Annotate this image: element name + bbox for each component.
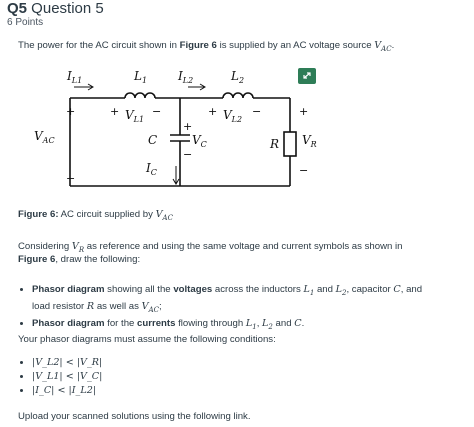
intro-text: The power for the AC circuit shown in xyxy=(18,40,180,51)
task-item-voltages: Phasor diagram showing all the voltages … xyxy=(32,283,422,317)
conditions-intro: Your phasor diagrams must assume the fol… xyxy=(18,334,276,345)
task-item-currents: Phasor diagram for the currents flowing … xyxy=(32,317,422,334)
sign-vc-minus: − xyxy=(183,148,192,161)
sign-vc-plus: + xyxy=(183,120,192,133)
task-list: Phasor diagram showing all the voltages … xyxy=(18,283,422,334)
intro-end: . xyxy=(391,40,395,51)
vr-symbol: VR xyxy=(71,241,85,254)
label-il2: IL2 xyxy=(177,69,193,85)
caption-bold: Figure 6: xyxy=(18,209,59,220)
sign-vl1-minus: − xyxy=(152,105,161,118)
question-name: Question 5 xyxy=(27,0,104,17)
conditions-list: |V_L2| < |V_R| |V_L1| < |V_C| |I_C| < |I… xyxy=(18,356,102,398)
label-l1: L1 xyxy=(133,69,147,85)
figure-ref: Figure 6 xyxy=(179,40,217,51)
sign-vac-minus: − xyxy=(66,172,75,185)
figure-caption: Figure 6: AC circuit supplied by VAC xyxy=(18,209,173,222)
label-vl2: VL2 xyxy=(223,108,242,124)
question-points: 6 Points xyxy=(7,17,44,28)
expand-icon xyxy=(303,72,311,79)
intro-paragraph: The power for the AC circuit shown in Fi… xyxy=(18,39,394,56)
label-il1: IL1 xyxy=(66,69,82,85)
circuit-svg: IL1 L1 IL2 L2 VL1 VL2 VAC C VC R VR IC +… xyxy=(34,69,317,187)
vac-symbol: VAC xyxy=(374,40,392,53)
label-vr: VR xyxy=(302,133,317,149)
label-r: R xyxy=(269,137,279,151)
sign-vr-minus: − xyxy=(299,164,308,177)
sign-vr-plus: + xyxy=(299,105,308,118)
caption-symbol: VAC xyxy=(155,209,173,222)
label-l2: L2 xyxy=(230,69,244,85)
considering-line-2: Figure 6, draw the following: xyxy=(18,254,141,265)
circuit-diagram: IL1 L1 IL2 L2 VL1 VL2 VAC C VC R VR IC +… xyxy=(18,62,328,205)
label-ic: IC xyxy=(145,161,157,177)
condition-1: |V_L2| < |V_R| xyxy=(32,356,102,370)
sign-vl1-plus: + xyxy=(110,105,119,118)
intro-text-2: is supplied by an AC voltage source xyxy=(216,40,375,51)
condition-3: |I_C| < |I_L2| xyxy=(32,384,102,398)
label-c: C xyxy=(148,133,157,147)
label-vl1: VL1 xyxy=(125,108,144,124)
label-vac: VAC xyxy=(34,129,55,145)
question-title: Q5 Question 5 xyxy=(7,0,104,17)
sign-vac-plus: + xyxy=(66,105,75,118)
question-label: Q5 xyxy=(7,0,28,17)
condition-2: |V_L1| < |V_C| xyxy=(32,370,102,384)
sign-vl2-minus: − xyxy=(252,105,261,118)
caption-text: AC circuit supplied by xyxy=(58,209,156,220)
expand-image-button[interactable] xyxy=(298,68,316,84)
considering-line-1: Considering VR as reference and using th… xyxy=(18,241,403,254)
sign-vl2-plus: + xyxy=(208,105,217,118)
label-vc: VC xyxy=(192,133,207,149)
upload-instruction: Upload your scanned solutions using the … xyxy=(18,411,251,422)
